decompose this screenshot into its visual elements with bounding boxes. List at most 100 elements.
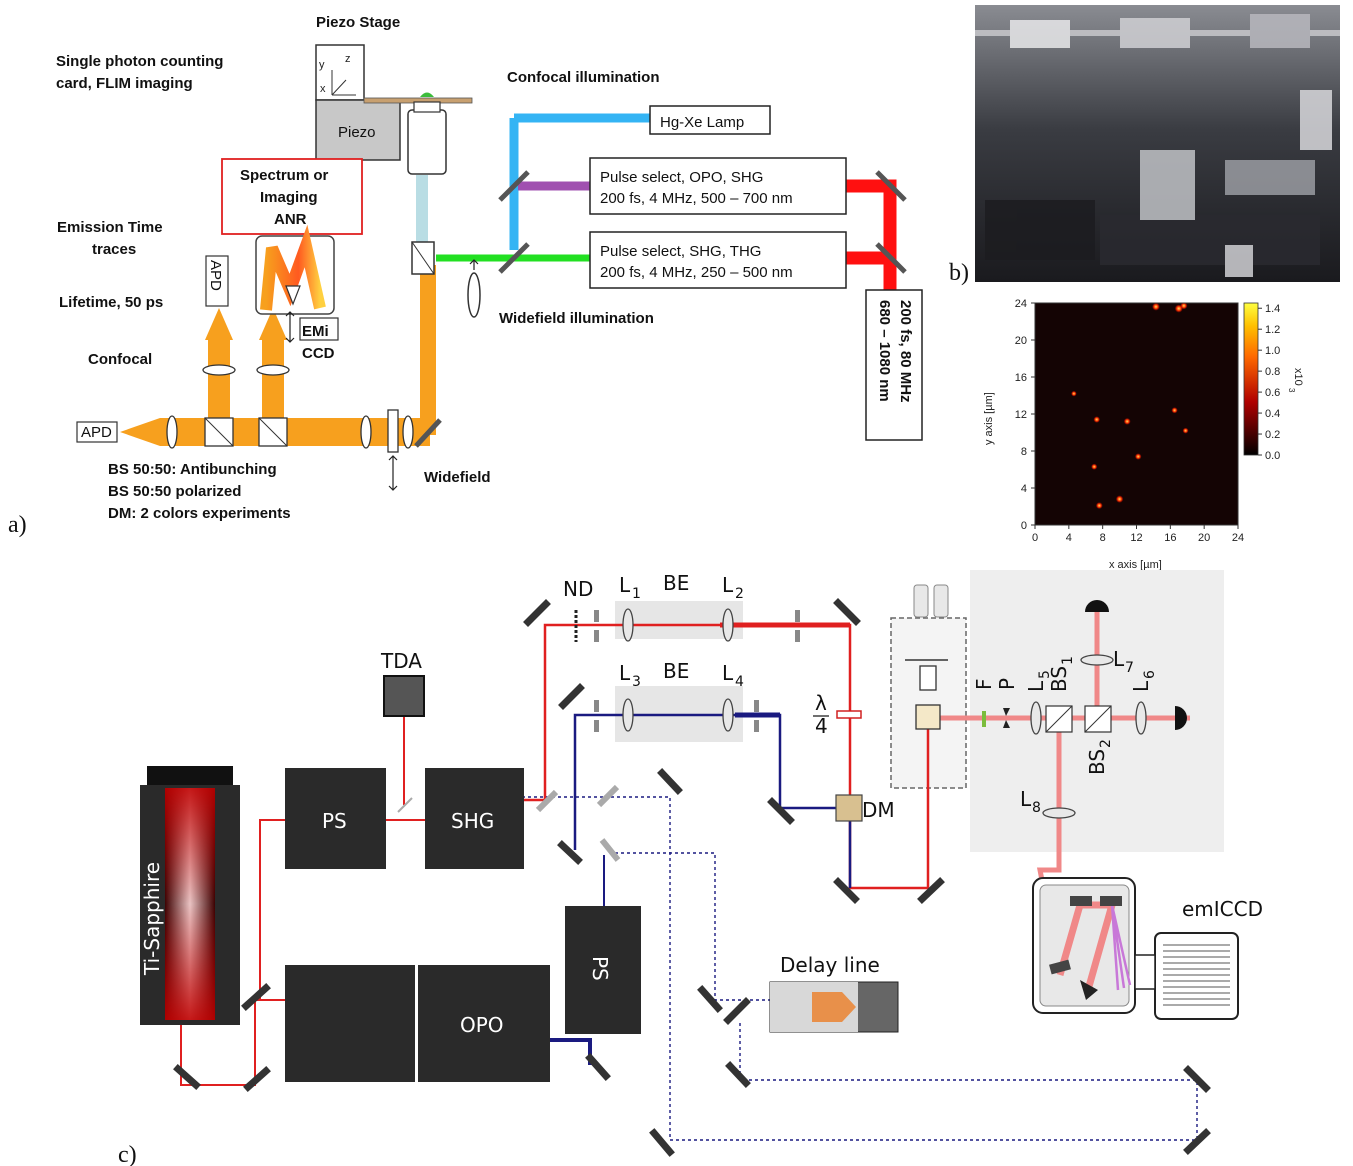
dm-label: DM [862, 798, 895, 822]
lens-icon [623, 699, 633, 731]
y-tick-label: 24 [1015, 298, 1027, 310]
spectrum-line1: Spectrum or [240, 167, 329, 184]
x-tick-label: 12 [1130, 532, 1142, 544]
bs1-label: BS [1047, 666, 1071, 692]
emission-label-1: Emission Time [57, 219, 163, 236]
grating-icon [1070, 896, 1092, 906]
emission-label-2: traces [92, 241, 136, 258]
tda-box [384, 676, 424, 716]
lens-icon [1136, 702, 1146, 734]
piezo-stage-title: Piezo Stage [316, 14, 400, 31]
x-tick-label: 4 [1066, 532, 1072, 544]
lens-icon [623, 609, 633, 641]
mirror-icon [563, 688, 580, 705]
mirror-icon [728, 1002, 746, 1020]
panel-b: b) 04812162024 04812162024 x axis [µm] y… [949, 5, 1340, 571]
tda-label: TDA [380, 649, 422, 673]
colorbar-tick-label: 0.2 [1265, 429, 1280, 441]
mirror-icon [730, 1066, 746, 1083]
ti-sapphire-cap [147, 766, 233, 788]
single-photon-label-2: card, FLIM imaging [56, 75, 193, 92]
panel-b-label: b) [949, 260, 969, 286]
bottle-icon [914, 585, 928, 617]
objective-tip-icon [414, 102, 440, 112]
colorbar-tick-label: 0.8 [1265, 366, 1280, 378]
aperture-icon [594, 610, 599, 622]
l1-label: L [619, 573, 631, 597]
bs-antibunching-label: BS 50:50: Antibunching [108, 461, 277, 478]
l7-label: L [1113, 647, 1125, 671]
bottle-icon [934, 585, 948, 617]
be2-label: BE [663, 659, 689, 683]
arrow-icon [389, 456, 397, 490]
lens-icon [1031, 702, 1041, 734]
sample-icon [420, 93, 434, 98]
bs2-label: BS [1085, 749, 1109, 775]
nd-label: ND [563, 577, 593, 601]
aperture-icon [594, 720, 599, 732]
laser-line1: 200 fs, 80 MHz [897, 300, 914, 403]
l6-subscript: 6 [1142, 670, 1158, 679]
p-label: P [995, 678, 1019, 690]
hg-xe-lamp-label: Hg-Xe Lamp [660, 114, 744, 131]
opo-shg-line1: Pulse select, OPO, SHG [600, 169, 763, 186]
lambda-denominator: 4 [815, 714, 828, 738]
mirror-icon [922, 882, 940, 899]
mirror-icon [654, 1133, 670, 1152]
microscope-cube-icon [916, 705, 940, 729]
lens-icon [1081, 655, 1113, 665]
aperture-icon [594, 630, 599, 642]
mirror-icon [838, 882, 855, 899]
opo-pump-box [285, 965, 415, 1082]
grating-icon [1100, 896, 1122, 906]
widefield-illumination-label: Widefield illumination [499, 310, 654, 327]
bs1-subscript: 1 [1060, 656, 1076, 665]
be1-label: BE [663, 571, 689, 595]
colorbar-tick-label: 1.4 [1265, 303, 1280, 315]
heatmap-spot [1135, 453, 1142, 460]
objective-icon [408, 110, 446, 174]
heatmap-spot [1093, 416, 1100, 423]
y-tick-label: 20 [1015, 335, 1027, 347]
bs-polarized-label: BS 50:50 polarized [108, 483, 241, 500]
axis-y-label: y [319, 59, 325, 71]
lens-icon [361, 416, 371, 448]
dichroic-mirror-icon [836, 795, 862, 821]
ps-box-2-label: PS [588, 956, 612, 981]
mirror-icon [528, 604, 546, 622]
x-tick-label: 16 [1164, 532, 1176, 544]
x-tick-labels: 04812162024 [1032, 525, 1244, 544]
heatmap-spot [1171, 407, 1177, 413]
apd-top-label: APD [207, 260, 224, 291]
heatmap-spot [1152, 303, 1160, 311]
l4-label: L [722, 661, 734, 685]
spectrum-line2: Imaging [260, 189, 318, 206]
aperture-icon [754, 720, 759, 732]
aperture-icon [754, 700, 759, 712]
x-tick-label: 8 [1100, 532, 1106, 544]
dm-label: DM: 2 colors experiments [108, 505, 291, 522]
delay-line-label: Delay line [780, 953, 880, 977]
l7-subscript: 7 [1125, 660, 1134, 676]
quarter-waveplate-icon [837, 711, 861, 718]
heatmap-plot-area [1035, 303, 1238, 525]
l4-subscript: 4 [735, 674, 744, 690]
heatmap-spot [1091, 464, 1097, 470]
axis-z-label: z [345, 53, 351, 65]
opo-label: OPO [460, 1013, 504, 1037]
shg-label: SHG [451, 809, 494, 833]
panel-a: y z x Piezo Piezo Stage Single photon co… [8, 14, 922, 538]
mirror-icon [1188, 1070, 1206, 1088]
heatmap-spot [1183, 428, 1189, 434]
colorbar-ticks: 0.00.20.40.60.81.01.21.4 [1258, 303, 1280, 462]
emiccd-camera [1155, 933, 1238, 1019]
x-tick-label: 24 [1232, 532, 1244, 544]
colorbar [1244, 303, 1258, 455]
shg-thg-line2: 200 fs, 4 MHz, 250 – 500 nm [600, 264, 793, 281]
lens-icon [167, 416, 177, 448]
ccd-label: CCD [302, 345, 335, 362]
confocal-label: Confocal [88, 351, 152, 368]
y-tick-label: 0 [1021, 520, 1027, 532]
colorbar-tick-label: 1.2 [1265, 324, 1280, 336]
